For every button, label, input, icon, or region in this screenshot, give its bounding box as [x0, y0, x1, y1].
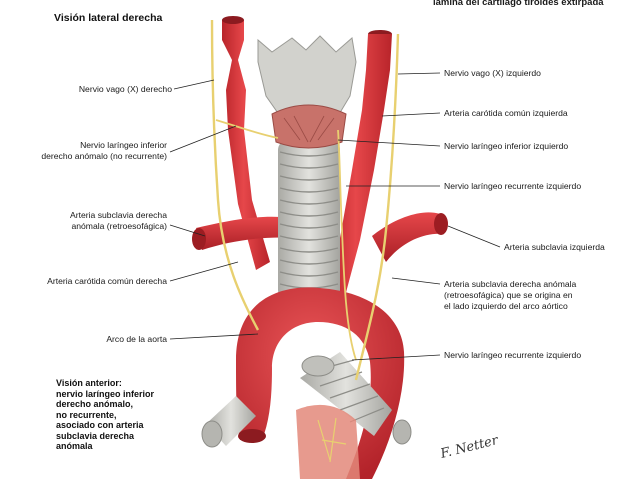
left-bronchus-end: [392, 419, 412, 445]
left-recurrent-laryngeal: [337, 129, 357, 361]
thyroid-cartilage: [257, 35, 357, 117]
label-left-subclavian: Arteria subclavia izquierda: [504, 242, 605, 252]
descending-aorta-opening: [238, 429, 266, 443]
label-anomalous-subclavian-1: Arteria subclavia derecha anómala: [444, 279, 577, 289]
label-right-subclavian-2: anómala (retroesofágica): [71, 221, 167, 231]
label-aortic-arch: Arco de la aorta: [106, 334, 167, 344]
right-carotid-opening: [222, 16, 244, 24]
leader-lines: [169, 72, 501, 361]
left-subclavian-opening: [434, 213, 448, 235]
note-line: no recurrente,: [56, 409, 117, 420]
bronchus-right: [201, 396, 256, 448]
aortic-arch: [236, 287, 405, 479]
label-left-carotid: Arteria carótida común izquierda: [444, 108, 568, 118]
anterior-view-note: Visión anterior: nervio laríngeo inferio…: [56, 378, 154, 452]
label-left-inferior-laryngeal: Nervio laríngeo inferior izquierdo: [444, 141, 569, 151]
trachea: [278, 140, 340, 300]
bronchus-left: [300, 352, 392, 436]
view-title: Visión lateral derecha: [54, 12, 163, 24]
left-vagus-nerve: [354, 33, 400, 381]
note-line: Visión anterior:: [56, 378, 122, 388]
note-line: subclavia derecha: [56, 430, 135, 441]
label-left-vagus: Nervio vago (X) izquierdo: [444, 68, 541, 78]
label-anomalous-subclavian-2: (retroesofágica) que se origina en: [444, 290, 573, 300]
note-line: derecho anómalo,: [56, 399, 134, 409]
right-subclavian-opening: [192, 228, 206, 250]
note-line: asociado con arteria: [56, 420, 144, 430]
label-top-right: lámina del cartílago tiroides extirpada: [433, 0, 604, 8]
label-right-subclavian-1: Arteria subclavia derecha: [70, 210, 167, 220]
left-subclavian: [372, 212, 444, 262]
right-laryngeal-nonrecurrent: [215, 119, 279, 139]
note-line: anómala: [56, 441, 93, 451]
label-left-recurrent-laryngeal: Nervio laríngeo recurrente izquierdo: [444, 181, 582, 191]
label-right-laryngeal-2: derecho anómalo (no recurrente): [41, 151, 167, 161]
label-anomalous-subclavian-3: el lado izquierdo del arco aórtico: [444, 301, 568, 311]
label-right-laryngeal-1: Nervio laríngeo inferior: [80, 140, 167, 150]
right-vagus-nerve: [210, 19, 260, 331]
label-right-vagus: Nervio vago (X) derecho: [78, 84, 172, 94]
cricoid-muscles: [271, 104, 347, 149]
label-left-recurrent-laryngeal-2: Nervio laríngeo recurrente izquierdo: [444, 350, 582, 360]
right-carotid-upper: [222, 20, 270, 270]
label-right-carotid: Arteria carótida común derecha: [47, 276, 167, 286]
note-line: nervio laríngeo inferior: [56, 388, 155, 399]
heart-base: [296, 404, 360, 479]
